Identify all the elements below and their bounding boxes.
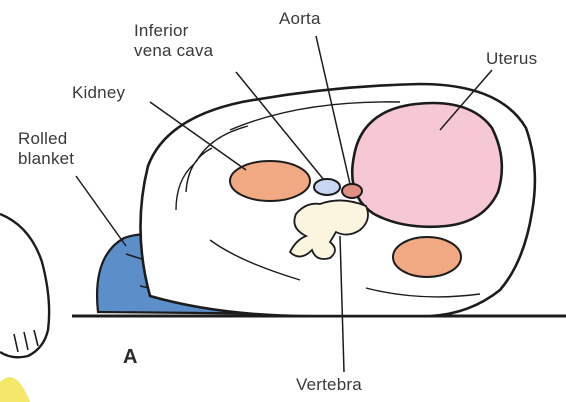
uterus [352, 103, 502, 227]
vertebra-label: Vertebra [296, 376, 362, 394]
ivc-label-line1: Inferior [134, 22, 189, 40]
ivc-label-line2: vena cava [134, 42, 213, 60]
inferior-vena-cava [314, 179, 340, 195]
panel-letter: A [123, 346, 137, 369]
kidney-right [393, 237, 461, 277]
uterus-label: Uterus [486, 50, 537, 68]
blanket-label-line2: blanket [18, 150, 74, 168]
kidney-label: Kidney [72, 84, 125, 102]
yellow-fill-region [0, 377, 30, 402]
leader-blanket [76, 176, 126, 246]
aorta-label: Aorta [279, 10, 321, 28]
blanket-label-line1: Rolled [18, 130, 67, 148]
aorta [342, 184, 362, 198]
